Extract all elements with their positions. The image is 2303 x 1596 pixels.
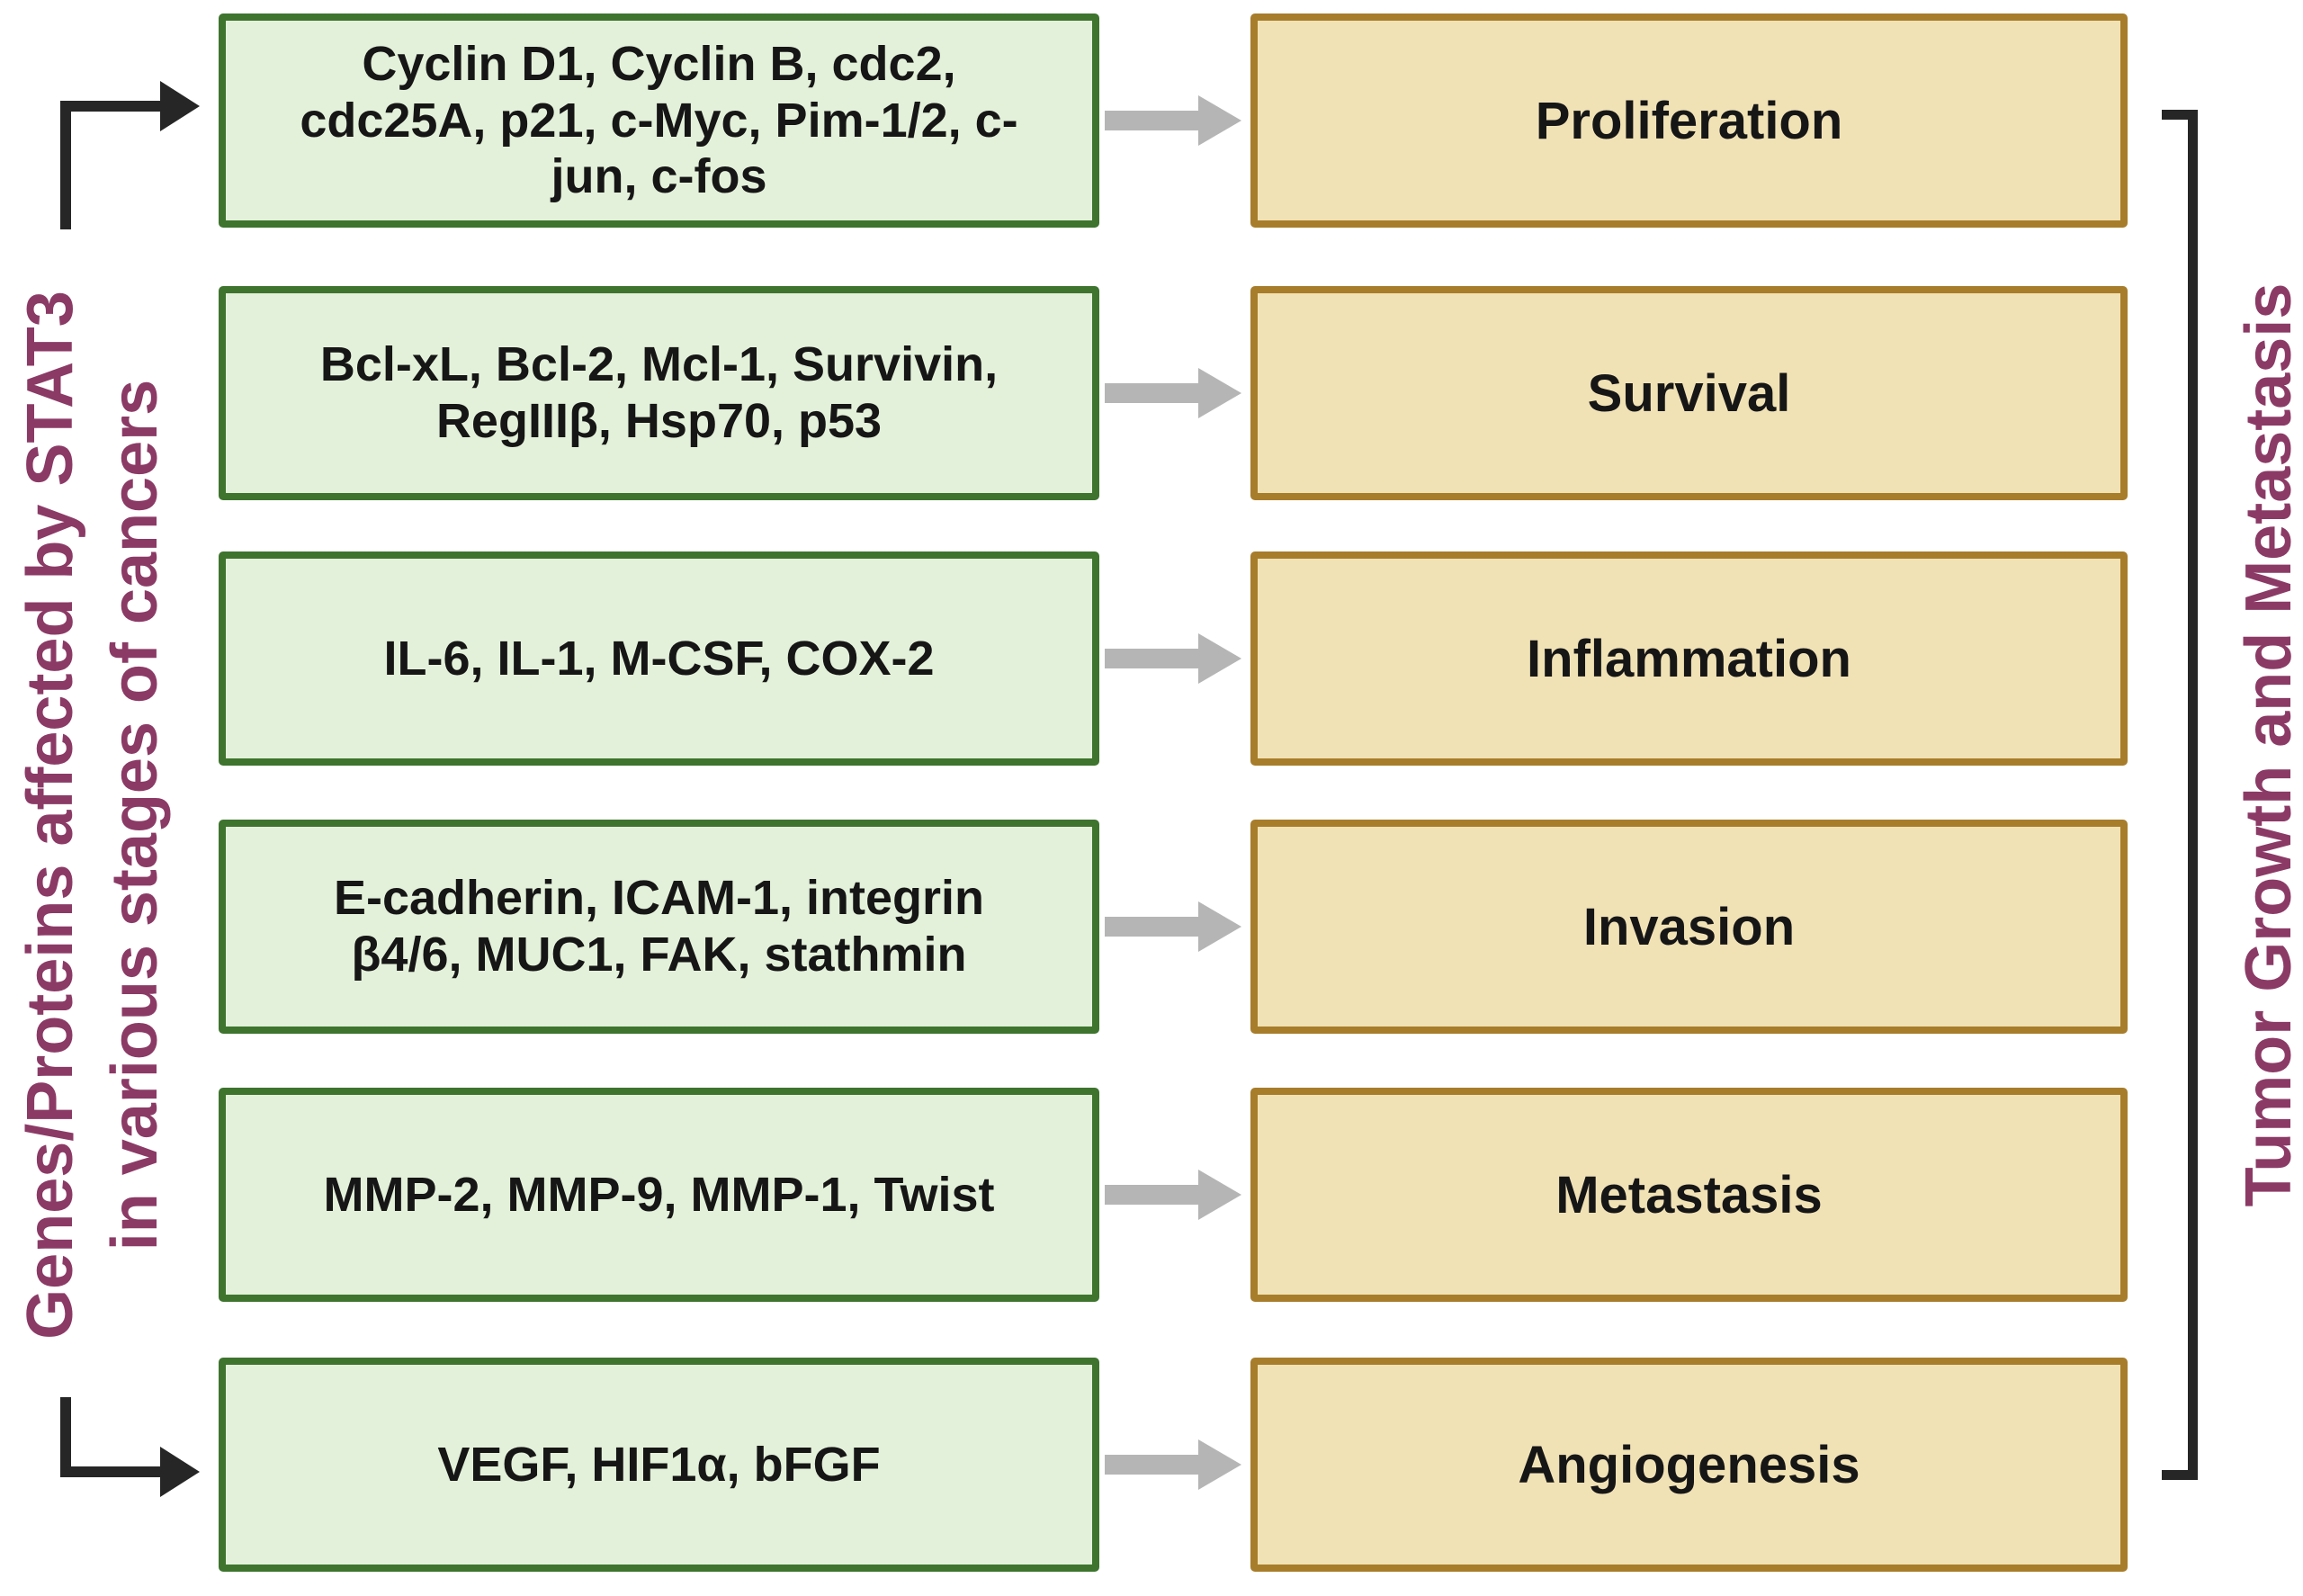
process-label: Metastasis: [1555, 1165, 1823, 1224]
process-label: Inflammation: [1527, 629, 1851, 688]
diagram-row-inflammation: IL-6, IL-1, M-CSF, COX-2 Inflammation: [0, 551, 2303, 766]
process-box: Invasion: [1250, 820, 2128, 1034]
genes-list: IL-6, IL-1, M-CSF, COX-2: [383, 631, 935, 686]
right-bracket-bottom-stub: [2162, 1470, 2198, 1480]
bottom-left-elbow-arrow-vertical: [60, 1397, 71, 1477]
arrow-right-icon: [1105, 1358, 1241, 1572]
right-bracket-top-stub: [2162, 110, 2198, 120]
process-label: Angiogenesis: [1518, 1435, 1860, 1494]
arrow-right-icon: [1105, 551, 1241, 766]
genes-list: Cyclin D1, Cyclin B, cdc2, cdc25A, p21, …: [300, 37, 1018, 204]
diagram-row-survival: Bcl-xL, Bcl-2, Mcl-1, Survivin, RegIIIβ,…: [0, 286, 2303, 500]
genes-box: VEGF, HIF1α, bFGF: [219, 1358, 1099, 1572]
genes-box: Cyclin D1, Cyclin B, cdc2, cdc25A, p21, …: [219, 13, 1099, 228]
process-box: Inflammation: [1250, 551, 2128, 766]
genes-list: Bcl-xL, Bcl-2, Mcl-1, Survivin, RegIIIβ,…: [319, 337, 999, 448]
process-box: Metastasis: [1250, 1088, 2128, 1302]
diagram-row-invasion: E-cadherin, ICAM-1, integrin β4/6, MUC1,…: [0, 820, 2303, 1034]
process-box: Proliferation: [1250, 13, 2128, 228]
process-box: Survival: [1250, 286, 2128, 500]
diagram-row-proliferation: Cyclin D1, Cyclin B, cdc2, cdc25A, p21, …: [0, 13, 2303, 228]
top-left-arrowhead-icon: [160, 81, 200, 131]
process-label: Survival: [1587, 363, 1791, 423]
bottom-left-arrowhead-icon: [160, 1447, 200, 1497]
diagram-row-metastasis: MMP-2, MMP-9, MMP-1, Twist Metastasis: [0, 1088, 2303, 1302]
process-label: Invasion: [1582, 897, 1796, 956]
top-left-elbow-arrow-horizontal: [60, 101, 162, 112]
genes-box: E-cadherin, ICAM-1, integrin β4/6, MUC1,…: [219, 820, 1099, 1034]
genes-list: VEGF, HIF1α, bFGF: [437, 1437, 881, 1492]
top-left-elbow-arrow-vertical: [60, 101, 71, 229]
arrow-right-icon: [1105, 13, 1241, 228]
right-bracket-vertical: [2188, 110, 2198, 1480]
arrow-right-icon: [1105, 820, 1241, 1034]
genes-list: MMP-2, MMP-9, MMP-1, Twist: [323, 1167, 995, 1222]
genes-box: MMP-2, MMP-9, MMP-1, Twist: [219, 1088, 1099, 1302]
bottom-left-elbow-arrow-horizontal: [60, 1466, 162, 1477]
genes-list: E-cadherin, ICAM-1, integrin β4/6, MUC1,…: [333, 871, 985, 982]
genes-box: IL-6, IL-1, M-CSF, COX-2: [219, 551, 1099, 766]
genes-box: Bcl-xL, Bcl-2, Mcl-1, Survivin, RegIIIβ,…: [219, 286, 1099, 500]
process-box: Angiogenesis: [1250, 1358, 2128, 1572]
process-label: Proliferation: [1535, 91, 1843, 150]
arrow-right-icon: [1105, 1088, 1241, 1302]
arrow-right-icon: [1105, 286, 1241, 500]
diagram-row-angiogenesis: VEGF, HIF1α, bFGF Angiogenesis: [0, 1358, 2303, 1572]
